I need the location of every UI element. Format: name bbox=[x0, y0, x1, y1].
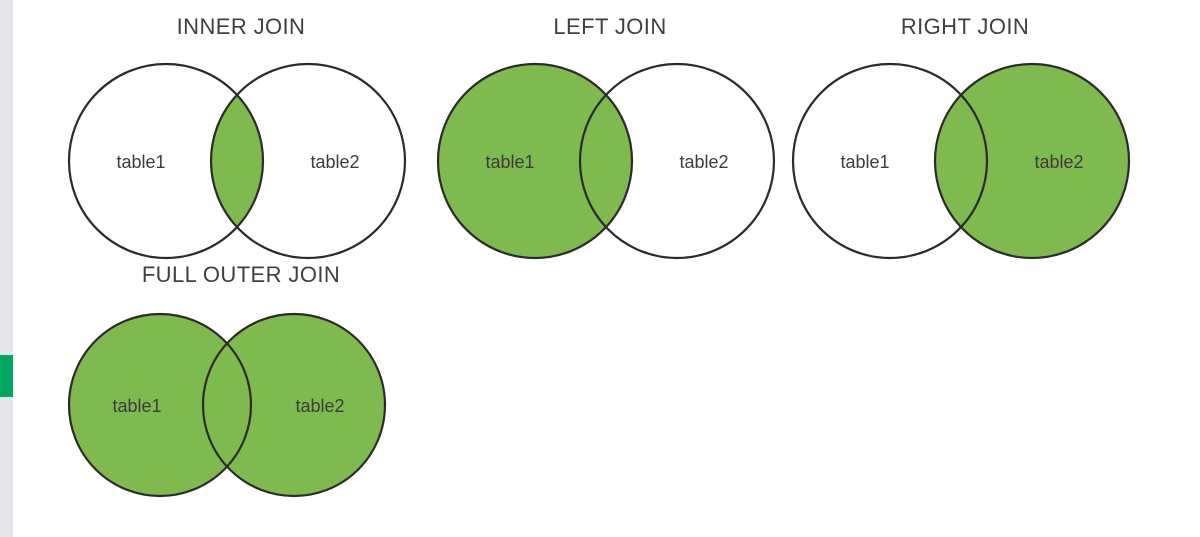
venn-svg-full-outer-join: table1 table2 bbox=[67, 312, 387, 498]
rail-accent-marker[interactable] bbox=[0, 355, 13, 397]
left-circle-leftjoin bbox=[438, 64, 632, 258]
diagram-full-outer-join: FULL OUTER JOIN table1 table2 bbox=[58, 262, 424, 512]
right-circle-outline-inner bbox=[209, 62, 407, 260]
left-circle-label-rightjoin: table1 bbox=[840, 152, 889, 172]
diagram-title-right-join: RIGHT JOIN bbox=[900, 14, 1030, 39]
diagram-inner-join: INNER JOIN table1 table2 bbox=[58, 14, 424, 264]
diagram-right-join: RIGHT JOIN table1 table2 bbox=[782, 14, 1148, 264]
left-circle-inner bbox=[69, 64, 263, 258]
right-circle-outline-rightjoin bbox=[933, 62, 1131, 260]
right-circle-inner bbox=[211, 64, 405, 258]
left-circle-label-fullouter: table1 bbox=[112, 396, 161, 416]
venn-svg-right-join: table1 table2 bbox=[791, 62, 1131, 260]
left-scroll-rail[interactable] bbox=[0, 0, 13, 537]
right-circle-label-leftjoin: table2 bbox=[679, 152, 728, 172]
right-circle-rightjoin bbox=[935, 64, 1129, 258]
diagram-left-join: LEFT JOIN table1 table2 bbox=[427, 14, 793, 264]
right-circle-label-fullouter: table2 bbox=[295, 396, 344, 416]
left-circle-label-leftjoin: table1 bbox=[485, 152, 534, 172]
left-circle-label-inner: table1 bbox=[116, 152, 165, 172]
venn-svg-inner-join: table1 table2 bbox=[67, 62, 407, 260]
venn-svg-left-join: table1 table2 bbox=[436, 62, 776, 260]
diagram-title-inner-join: INNER JOIN bbox=[176, 14, 306, 39]
left-circle-fullouter bbox=[69, 314, 251, 496]
left-circle-outline-leftjoin bbox=[436, 62, 634, 260]
right-circle-outline-leftjoin bbox=[578, 62, 776, 260]
diagram-title-full-outer-join: FULL OUTER JOIN bbox=[141, 262, 341, 287]
left-circle-rightjoin bbox=[793, 64, 987, 258]
right-circle-label-rightjoin: table2 bbox=[1034, 152, 1083, 172]
left-circle-outline-fullouter bbox=[67, 312, 253, 498]
right-circle-outline-fullouter bbox=[201, 312, 387, 498]
left-circle-outline-rightjoin bbox=[791, 62, 989, 260]
left-circle-outline-inner bbox=[67, 62, 265, 260]
diagram-title-left-join: LEFT JOIN bbox=[553, 14, 667, 39]
right-circle-label-inner: table2 bbox=[310, 152, 359, 172]
right-circle-fullouter bbox=[203, 314, 385, 496]
